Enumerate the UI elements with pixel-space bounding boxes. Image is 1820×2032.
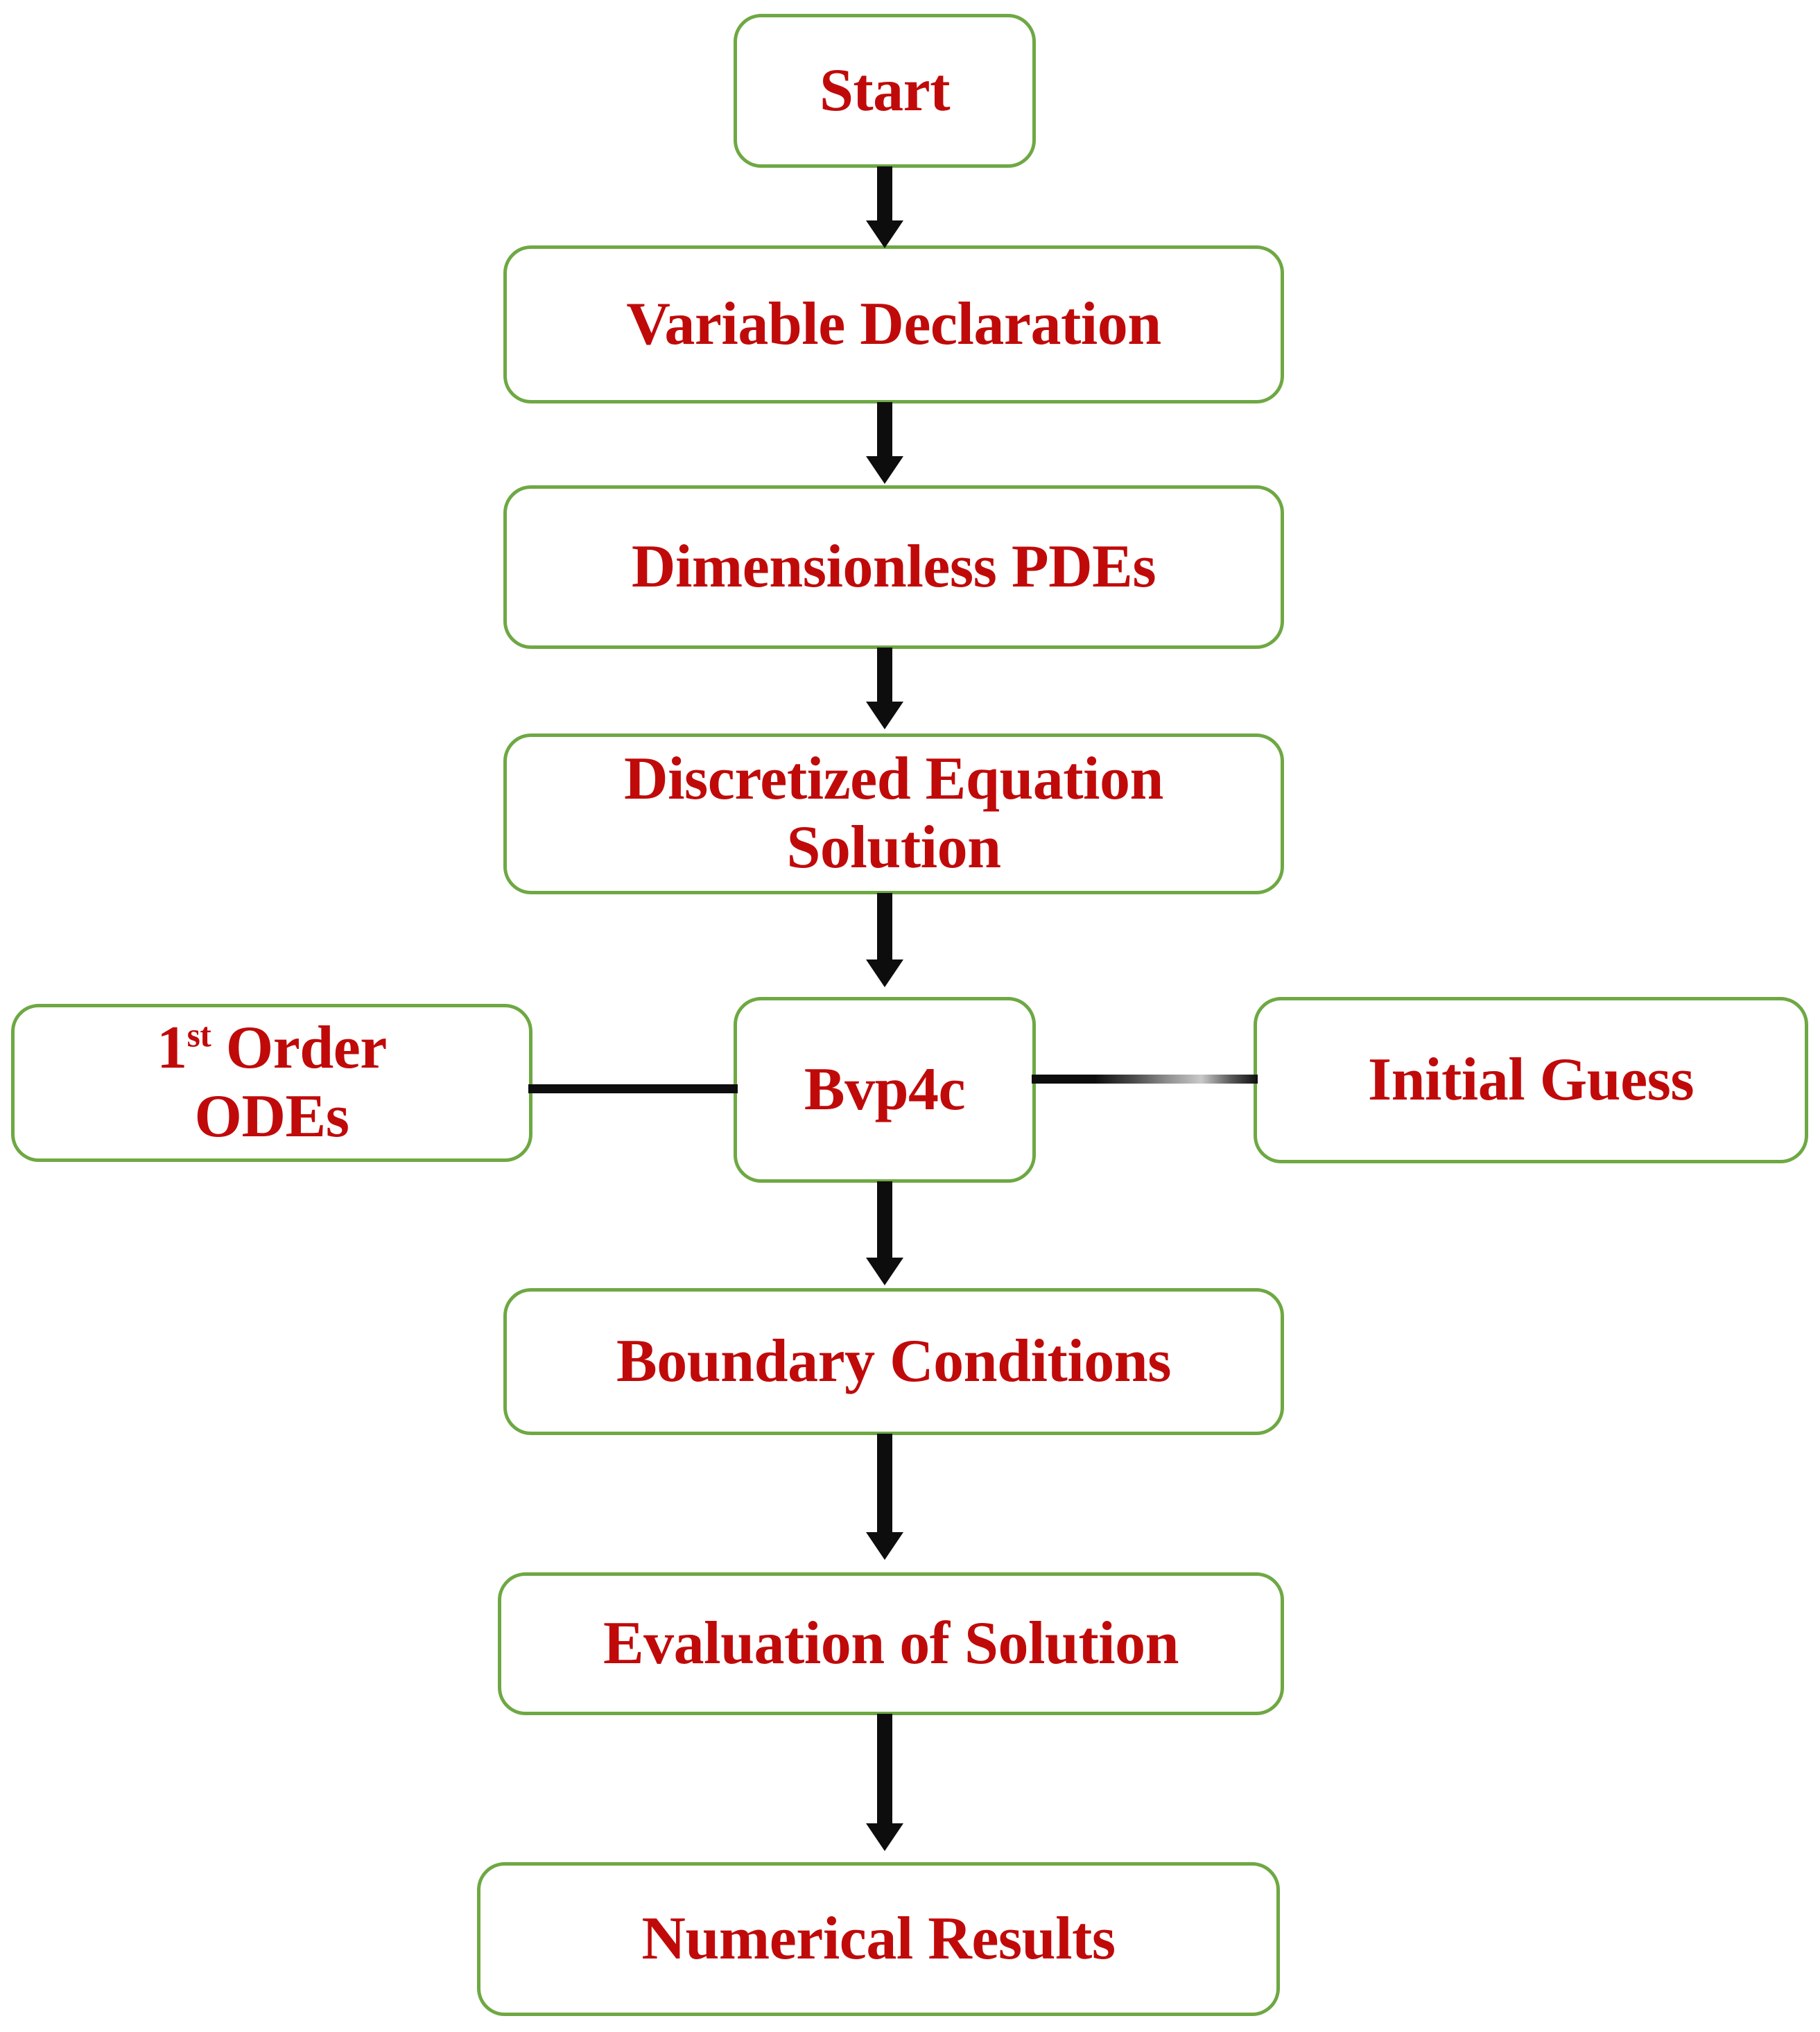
node-odes-line-1-suffix: Order <box>211 1014 388 1082</box>
node-odes-ordinal-superscript: st <box>187 1016 211 1055</box>
arrow-start-to-variable-declaration-head-icon <box>866 220 903 248</box>
node-numerical-results[interactable]: Numerical Results <box>477 1862 1280 2016</box>
node-discretized-equation-solution-label: Discretized Equation Solution <box>507 745 1281 882</box>
node-numerical-results-label: Numerical Results <box>641 1904 1116 1972</box>
node-initial-guess-label: Initial Guess <box>1367 1045 1695 1113</box>
node-bvp4c-label: Bvp4c <box>804 1055 966 1123</box>
arrow-bvp4c-to-boundary-conditions-head-icon <box>866 1258 903 1285</box>
node-boundary-conditions[interactable]: Boundary Conditions <box>503 1288 1284 1435</box>
arrow-variable-declaration-to-dimensionless-pdes-stem <box>877 402 892 466</box>
node-odes-line-1-prefix: 1 <box>157 1014 187 1082</box>
node-odes-line-2: ODEs <box>194 1083 349 1150</box>
node-evaluation-of-solution[interactable]: Evaluation of Solution <box>498 1572 1284 1715</box>
arrow-start-to-variable-declaration-stem <box>877 166 892 230</box>
node-start-label: Start <box>819 56 951 124</box>
node-initial-guess[interactable]: Initial Guess <box>1254 997 1808 1163</box>
node-discretized-line-2: Solution <box>786 814 1001 881</box>
arrow-dimensionless-pdes-to-discretized-head-icon <box>866 702 903 729</box>
node-variable-declaration-label: Variable Declaration <box>626 290 1161 358</box>
link-bvp4c-to-initial-guess <box>1032 1075 1258 1084</box>
node-first-order-odes[interactable]: 1st Order ODEs <box>11 1004 532 1162</box>
arrow-variable-declaration-to-dimensionless-pdes-head-icon <box>866 456 903 484</box>
arrow-discretized-to-bvp4c-stem <box>877 893 892 971</box>
node-bvp4c[interactable]: Bvp4c <box>734 997 1036 1183</box>
arrow-evaluation-to-numerical-results-stem <box>877 1714 892 1827</box>
node-first-order-odes-label: 1st Order ODEs <box>15 1014 529 1151</box>
arrow-bvp4c-to-boundary-conditions-stem <box>877 1181 892 1263</box>
node-dimensionless-pdes-label: Dimensionless PDEs <box>631 532 1156 600</box>
arrow-boundary-conditions-to-evaluation-stem <box>877 1434 892 1536</box>
node-evaluation-of-solution-label: Evaluation of Solution <box>603 1609 1179 1677</box>
node-dimensionless-pdes[interactable]: Dimensionless PDEs <box>503 485 1284 649</box>
node-discretized-equation-solution[interactable]: Discretized Equation Solution <box>503 733 1284 894</box>
arrow-dimensionless-pdes-to-discretized-stem <box>877 648 892 713</box>
arrow-evaluation-to-numerical-results-head-icon <box>866 1823 903 1851</box>
arrow-boundary-conditions-to-evaluation-head-icon <box>866 1532 903 1560</box>
node-variable-declaration[interactable]: Variable Declaration <box>503 245 1284 403</box>
node-discretized-line-1: Discretized Equation <box>624 745 1163 813</box>
node-start[interactable]: Start <box>734 14 1036 168</box>
arrow-discretized-to-bvp4c-head-icon <box>866 959 903 987</box>
link-first-order-odes-to-bvp4c <box>528 1084 738 1093</box>
node-boundary-conditions-label: Boundary Conditions <box>616 1327 1171 1395</box>
